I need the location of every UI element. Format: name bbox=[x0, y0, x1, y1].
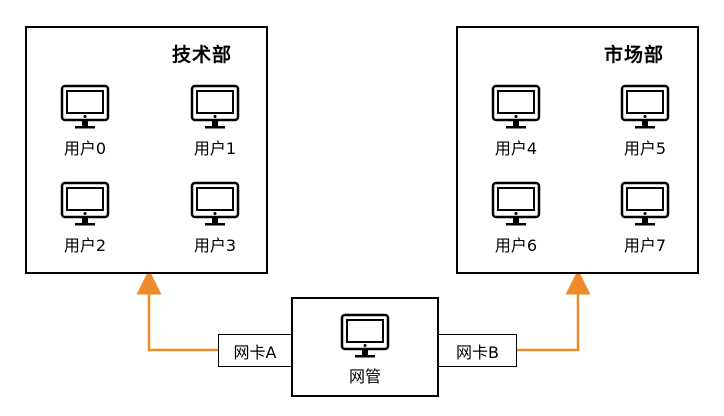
monitor-icon bbox=[620, 181, 670, 226]
user-label: 用户1 bbox=[193, 139, 237, 158]
tech-department-title: 技术部 bbox=[172, 44, 233, 66]
user-label: 用户6 bbox=[494, 236, 538, 255]
user-5[interactable]: 用户5 bbox=[610, 84, 680, 164]
monitor-icon bbox=[60, 181, 110, 226]
user-2[interactable]: 用户2 bbox=[50, 181, 120, 261]
monitor-icon bbox=[60, 84, 110, 129]
monitor-icon bbox=[491, 181, 541, 226]
user-0[interactable]: 用户0 bbox=[50, 84, 120, 164]
user-label: 用户0 bbox=[63, 139, 107, 158]
user-1[interactable]: 用户1 bbox=[180, 84, 250, 164]
user-label: 用户5 bbox=[623, 139, 667, 158]
monitor-icon bbox=[491, 84, 541, 129]
user-label: 用户7 bbox=[623, 236, 667, 255]
link-card-a-to-tech bbox=[136, 269, 218, 352]
user-4[interactable]: 用户4 bbox=[481, 84, 551, 164]
gateway-label: 网管 bbox=[348, 367, 381, 386]
user-label: 用户3 bbox=[193, 236, 237, 255]
user-3[interactable]: 用户3 bbox=[180, 181, 250, 261]
user-6[interactable]: 用户6 bbox=[481, 181, 551, 261]
monitor-icon bbox=[620, 84, 670, 129]
network-card-a[interactable]: 网卡A bbox=[218, 334, 292, 367]
user-label: 用户2 bbox=[63, 236, 107, 255]
user-label: 用户4 bbox=[494, 139, 538, 158]
gateway-computer[interactable]: 网管 bbox=[330, 313, 400, 387]
network-card-a-label: 网卡A bbox=[233, 342, 277, 362]
monitor-icon bbox=[340, 313, 390, 358]
monitor-icon bbox=[190, 84, 240, 129]
market-department-title: 市场部 bbox=[604, 44, 665, 66]
tech-department-box bbox=[25, 26, 268, 274]
network-card-b-label: 网卡B bbox=[456, 342, 499, 362]
link-card-b-to-market bbox=[517, 269, 591, 352]
network-card-b[interactable]: 网卡B bbox=[438, 334, 517, 367]
user-7[interactable]: 用户7 bbox=[610, 181, 680, 261]
market-department-box bbox=[456, 26, 699, 274]
monitor-icon bbox=[190, 181, 240, 226]
